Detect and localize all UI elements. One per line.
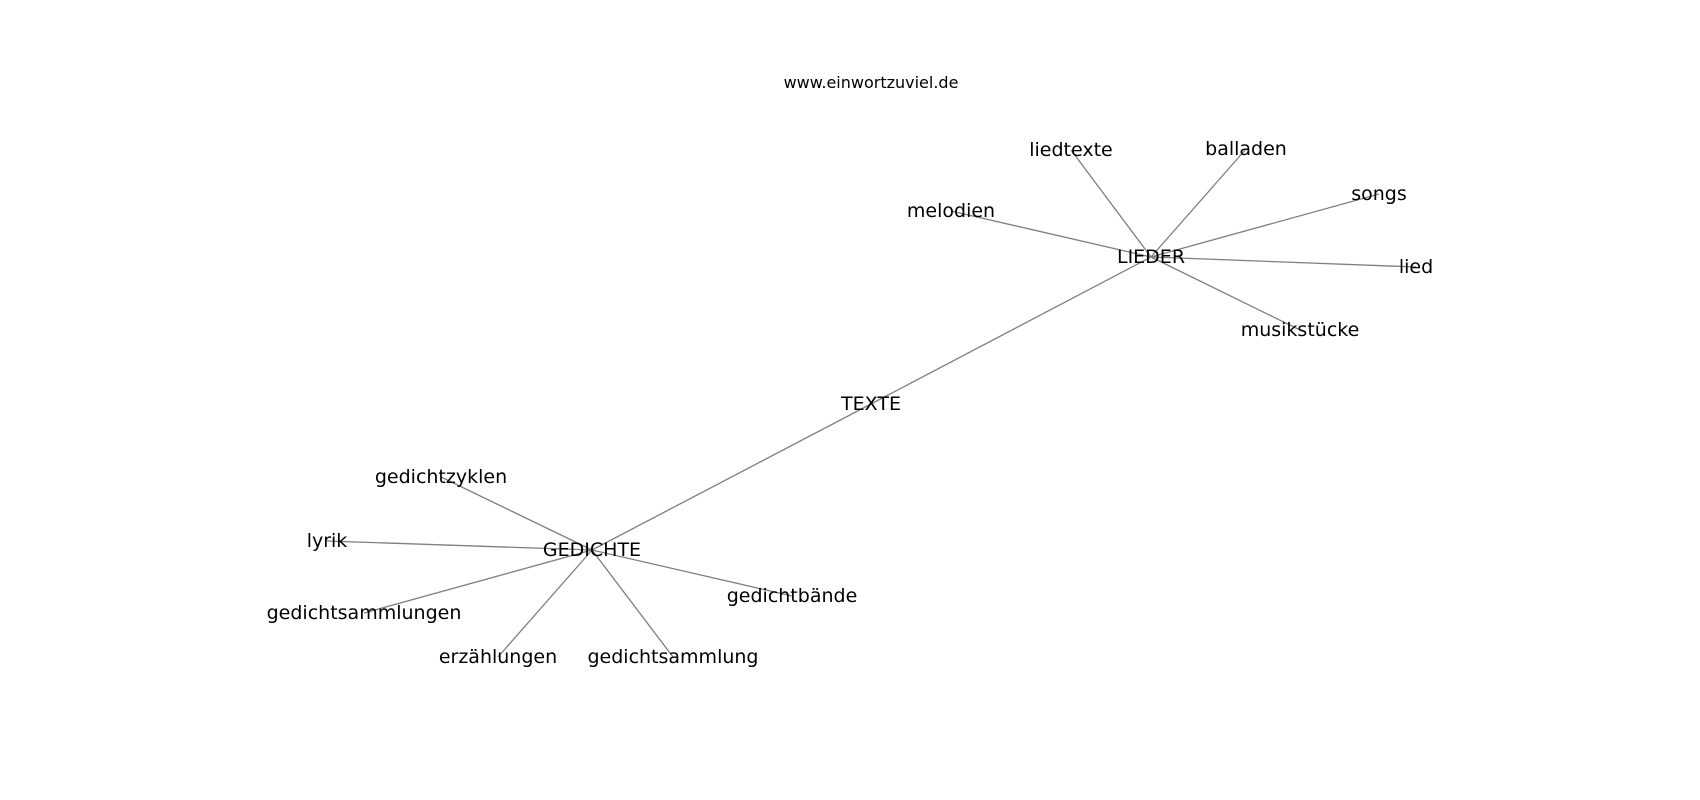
edge-lieder-songs bbox=[1150, 193, 1380, 258]
edges-layer bbox=[326, 148, 1417, 658]
node-label-gedichtzyklen: gedichtzyklen bbox=[375, 466, 507, 488]
node-label-musikstuecke: musikstücke bbox=[1241, 319, 1360, 341]
edge-texte-gedichte bbox=[591, 403, 872, 551]
edge-gedichte-gedichtsammlung bbox=[591, 549, 674, 658]
node-label-texte: TEXTE bbox=[840, 393, 901, 415]
node-label-gedichtbaende: gedichtbände bbox=[727, 585, 858, 607]
edge-gedichte-lyrik bbox=[326, 540, 593, 551]
edge-gedichte-gedichtzyklen bbox=[440, 476, 593, 551]
nodes-layer: TEXTE LIEDER GEDICHTE liedtexte balladen melo… bbox=[267, 138, 1434, 668]
site-url-label: www.einwortzuviel.de bbox=[784, 73, 959, 92]
edge-lieder-melodien bbox=[950, 210, 1152, 258]
node-label-songs: songs bbox=[1351, 183, 1407, 205]
edge-gedichte-erzaehlungen bbox=[497, 549, 593, 658]
node-label-erzaehlungen: erzählungen bbox=[439, 646, 557, 668]
edge-texte-lieder bbox=[870, 256, 1152, 405]
node-label-lieder: LIEDER bbox=[1117, 246, 1185, 268]
edge-lieder-musikstuecke bbox=[1150, 256, 1301, 331]
edge-lieder-balladen bbox=[1150, 148, 1247, 258]
node-label-melodien: melodien bbox=[907, 200, 995, 222]
edge-gedichte-gedichtsammlungen bbox=[363, 549, 593, 614]
node-label-lied: lied bbox=[1399, 256, 1433, 278]
edge-lieder-lied bbox=[1150, 256, 1417, 268]
edge-gedichte-gedichtbaende bbox=[591, 549, 793, 597]
edge-lieder-liedtexte bbox=[1070, 149, 1152, 258]
node-label-gedichtsammlung: gedichtsammlung bbox=[587, 646, 758, 668]
node-label-lyrik: lyrik bbox=[307, 530, 348, 552]
node-label-gedichtsammlungen: gedichtsammlungen bbox=[267, 602, 462, 624]
node-label-balladen: balladen bbox=[1205, 138, 1287, 160]
node-label-liedtexte: liedtexte bbox=[1029, 139, 1113, 161]
node-label-gedichte: GEDICHTE bbox=[543, 539, 641, 561]
